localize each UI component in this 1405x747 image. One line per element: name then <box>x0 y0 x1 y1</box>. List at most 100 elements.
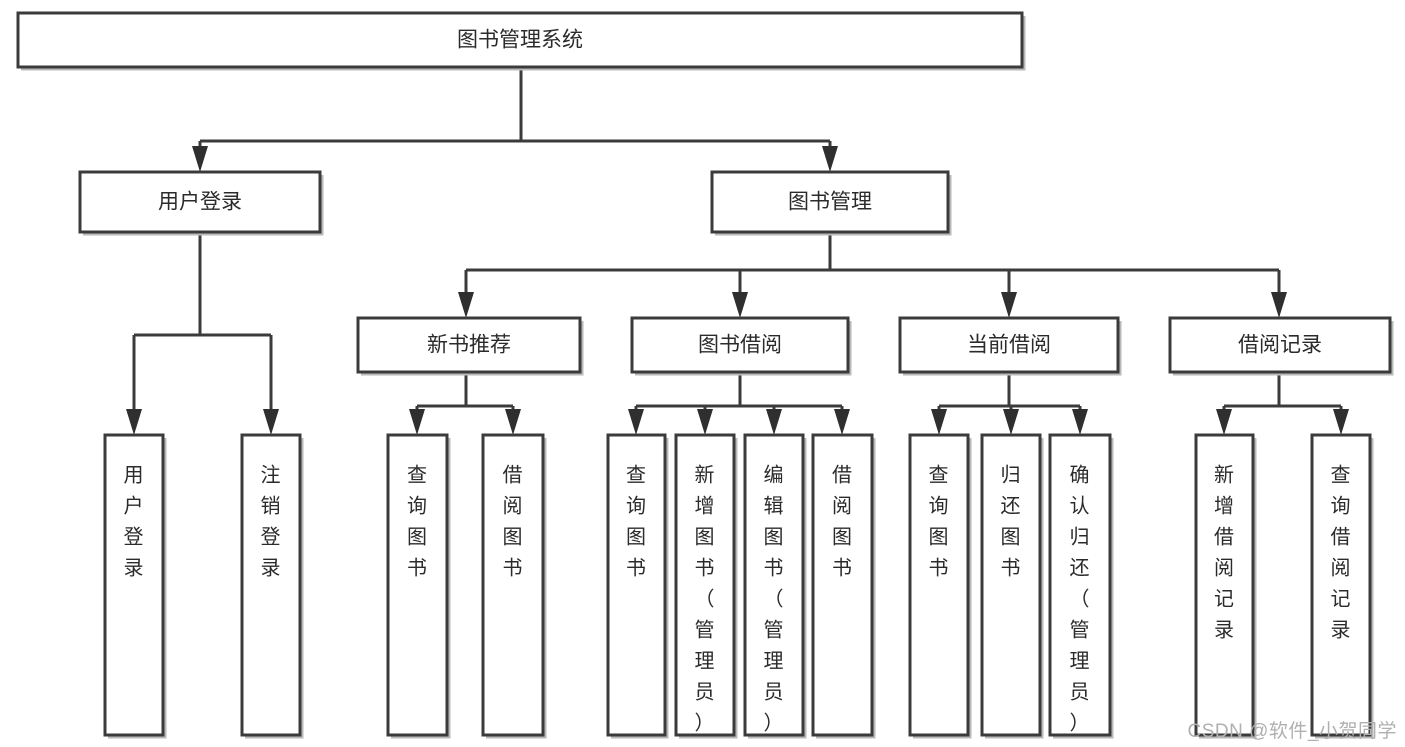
node-rect[interactable] <box>980 433 1042 737</box>
node-l3-borrow-record[interactable]: 借阅记录 <box>1168 316 1394 376</box>
node-leaf-borrow-book-b[interactable]: 借阅图书 <box>811 433 876 739</box>
node-leaf-query-book-b[interactable]: 查询图书 <box>606 433 669 739</box>
node-leaf-borrow-book-a[interactable]: 借阅图书 <box>481 433 547 739</box>
node-shadow <box>748 438 807 739</box>
node-rect[interactable] <box>674 433 736 737</box>
connector-group-l3_borrow_record <box>1216 372 1349 435</box>
node-rect[interactable] <box>356 316 582 374</box>
arrow-head-icon <box>628 409 644 435</box>
node-rect[interactable] <box>811 433 874 737</box>
node-label: 借阅图书 <box>503 464 524 580</box>
node-rect[interactable] <box>78 170 322 234</box>
node-l2-user-login[interactable]: 用户登录 <box>78 170 324 236</box>
node-l3-book-borrow[interactable]: 图书借阅 <box>630 316 852 376</box>
node-rect[interactable] <box>630 316 850 374</box>
node-shadow <box>635 321 852 376</box>
node-shadow <box>1315 438 1374 739</box>
node-rect[interactable] <box>1310 433 1372 737</box>
arrow-head-icon <box>834 409 850 435</box>
node-rect[interactable] <box>1168 316 1392 374</box>
node-label: 查询图书 <box>929 464 950 580</box>
node-leaf-user-login[interactable]: 用户登录 <box>103 433 167 739</box>
arrow-head-icon <box>1003 409 1019 435</box>
arrow-head-icon <box>697 409 713 435</box>
node-shadow <box>361 321 584 376</box>
node-l2-book-mgmt[interactable]: 图书管理 <box>710 170 952 236</box>
node-l3-new-book-rec[interactable]: 新书推荐 <box>356 316 584 376</box>
arrow-head-icon <box>458 292 474 318</box>
node-rect[interactable] <box>103 433 165 737</box>
arrow-head-icon <box>263 409 279 435</box>
node-rect[interactable] <box>710 170 950 234</box>
arrow-head-icon <box>931 409 947 435</box>
node-label: 新增图书（管理员） <box>695 464 716 735</box>
node-label: 图书管理 <box>788 191 872 214</box>
node-shadow <box>679 438 738 739</box>
arrow-head-icon <box>126 409 142 435</box>
node-label: 当前借阅 <box>967 334 1051 357</box>
node-shadow <box>913 438 972 739</box>
node-shadow <box>1173 321 1394 376</box>
connector-group-l3_current_borrow <box>931 372 1088 435</box>
connector-group-l3_book_borrow <box>628 372 850 435</box>
node-label: 注销登录 <box>261 464 282 580</box>
node-rect[interactable] <box>1194 433 1255 737</box>
node-leaf-confirm-ret[interactable]: 确认归还（管理员） <box>1048 433 1114 739</box>
node-label: 用户登录 <box>158 191 242 214</box>
node-leaf-edit-book[interactable]: 编辑图书（管理员） <box>743 433 807 739</box>
node-rect[interactable] <box>481 433 545 737</box>
node-rect[interactable] <box>908 433 970 737</box>
arrow-head-icon <box>1216 409 1232 435</box>
node-label: 用户登录 <box>124 465 145 580</box>
node-shadow <box>1199 438 1257 739</box>
node-rect[interactable] <box>1048 433 1112 737</box>
node-rect[interactable] <box>606 433 667 737</box>
node-rect[interactable] <box>386 433 449 737</box>
node-label: 新书推荐 <box>427 334 511 357</box>
connector-layer <box>126 67 1349 435</box>
connector-group-l3_new_book_rec <box>409 372 521 435</box>
node-leaf-logout[interactable]: 注销登录 <box>240 433 304 739</box>
connector-group-l2_user_login <box>126 232 279 435</box>
node-shadow <box>83 175 324 236</box>
node-shadow <box>611 438 669 739</box>
arrow-head-icon <box>766 409 782 435</box>
node-leaf-add-book[interactable]: 新增图书（管理员） <box>674 433 738 739</box>
node-shadow <box>816 438 876 739</box>
arrow-head-icon <box>822 146 838 172</box>
csdn-watermark: CSDN @软件_小贺同学 <box>1187 721 1397 742</box>
node-leaf-return-book[interactable]: 归还图书 <box>980 433 1044 739</box>
node-rect[interactable] <box>743 433 805 737</box>
node-rect[interactable] <box>240 433 302 737</box>
arrow-head-icon <box>1271 292 1287 318</box>
node-l3-current-borrow[interactable]: 当前借阅 <box>898 316 1122 376</box>
node-leaf-query-record[interactable]: 查询借阅记录 <box>1310 433 1374 739</box>
node-label: 图书管理系统 <box>457 29 583 52</box>
node-shadow <box>903 321 1122 376</box>
node-label: 查询图书 <box>407 464 428 580</box>
node-rect[interactable] <box>16 11 1024 69</box>
connector-group-root <box>192 67 838 172</box>
arrow-head-icon <box>192 146 208 172</box>
node-shadow <box>715 175 952 236</box>
node-label: 查询图书 <box>626 464 647 580</box>
node-shadow <box>245 438 304 739</box>
node-leaf-query-book-c[interactable]: 查询图书 <box>908 433 972 739</box>
connector-group-l2_book_mgmt <box>458 232 1287 318</box>
arrow-head-icon <box>732 292 748 318</box>
node-leaf-add-record[interactable]: 新增借阅记录 <box>1194 433 1257 739</box>
node-leaf-query-book-a[interactable]: 查询图书 <box>386 433 451 739</box>
node-rect[interactable] <box>898 316 1120 374</box>
node-label: 归还图书 <box>1001 464 1022 580</box>
node-shadow <box>1053 438 1114 739</box>
node-label: 借阅图书 <box>832 464 853 580</box>
node-shadow <box>391 438 451 739</box>
arrow-head-icon <box>409 409 425 435</box>
node-shadow <box>486 438 547 739</box>
arrow-head-icon <box>1001 292 1017 318</box>
node-shadow <box>21 16 1026 71</box>
node-label: 图书借阅 <box>698 334 782 357</box>
node-root[interactable]: 图书管理系统 <box>16 11 1026 71</box>
